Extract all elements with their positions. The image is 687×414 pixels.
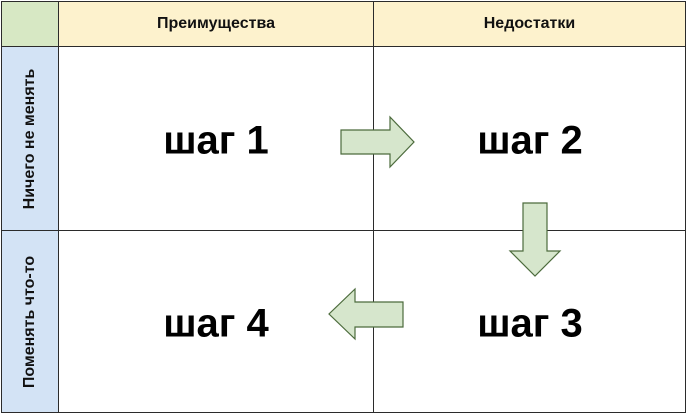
cell-something-advantages xyxy=(58,230,374,413)
column-header-disadvantages: Недостатки xyxy=(373,1,686,47)
row-header-change-nothing: Ничего не менять xyxy=(1,46,59,231)
row-header-change-something-label: Поменять что-то xyxy=(21,255,38,388)
step-3-label: шаг 3 xyxy=(477,301,583,346)
step-1-label: шаг 1 xyxy=(163,118,269,163)
column-header-advantages: Преимущества xyxy=(58,1,374,47)
step-2-label: шаг 2 xyxy=(477,118,583,163)
cell-nothing-disadvantages xyxy=(373,46,686,231)
step-4-label: шаг 4 xyxy=(163,301,269,346)
corner-cell xyxy=(1,1,59,47)
row-header-change-nothing-label: Ничего не менять xyxy=(21,68,38,209)
cell-nothing-advantages xyxy=(58,46,374,231)
row-header-change-something: Поменять что-то xyxy=(1,230,59,413)
column-header-advantages-label: Преимущества xyxy=(157,15,275,32)
column-header-disadvantages-label: Недостатки xyxy=(483,15,576,32)
